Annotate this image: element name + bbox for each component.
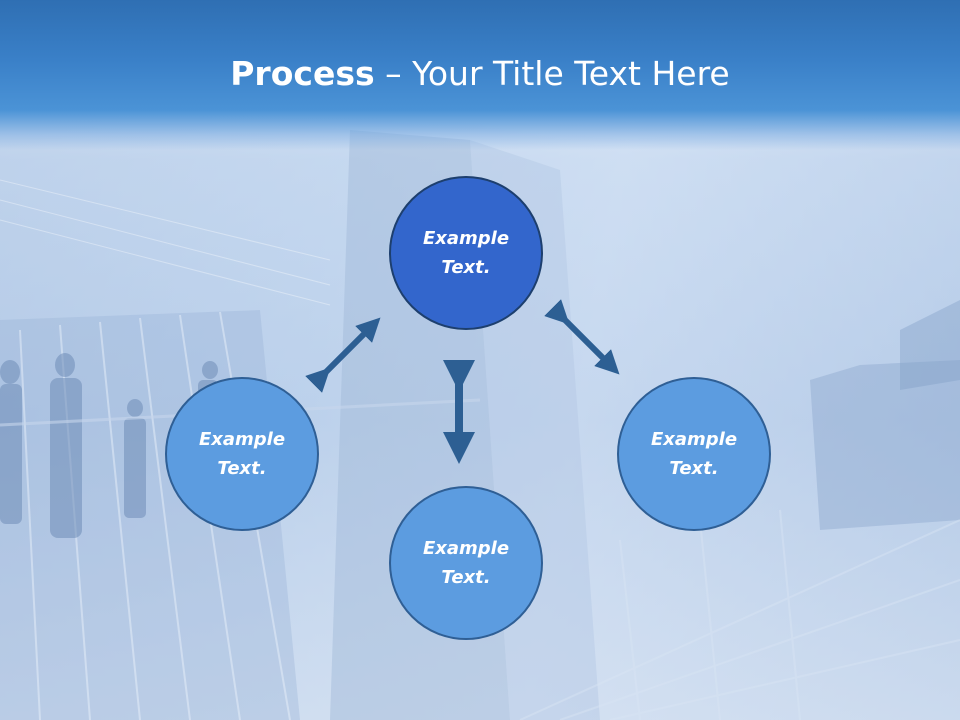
- slide-title: Process – Your Title Text Here: [0, 52, 960, 96]
- process-node-right-label: Example Text.: [650, 429, 738, 479]
- process-node-left-label: Example Text.: [198, 429, 286, 479]
- process-node-left: Example Text.: [165, 377, 319, 531]
- arrow-top-right: [544, 299, 620, 375]
- title-bar: [0, 0, 960, 150]
- arrow-top-left: [305, 317, 381, 393]
- title-rest-text: – Your Title Text Here: [374, 54, 730, 93]
- process-node-bottom-label: Example Text.: [422, 538, 510, 588]
- process-node-right: Example Text.: [617, 377, 771, 531]
- process-node-top: Example Text.: [389, 176, 543, 330]
- process-node-top-label: Example Text.: [422, 228, 510, 278]
- process-node-bottom: Example Text.: [389, 486, 543, 640]
- title-bold-text: Process: [230, 54, 375, 93]
